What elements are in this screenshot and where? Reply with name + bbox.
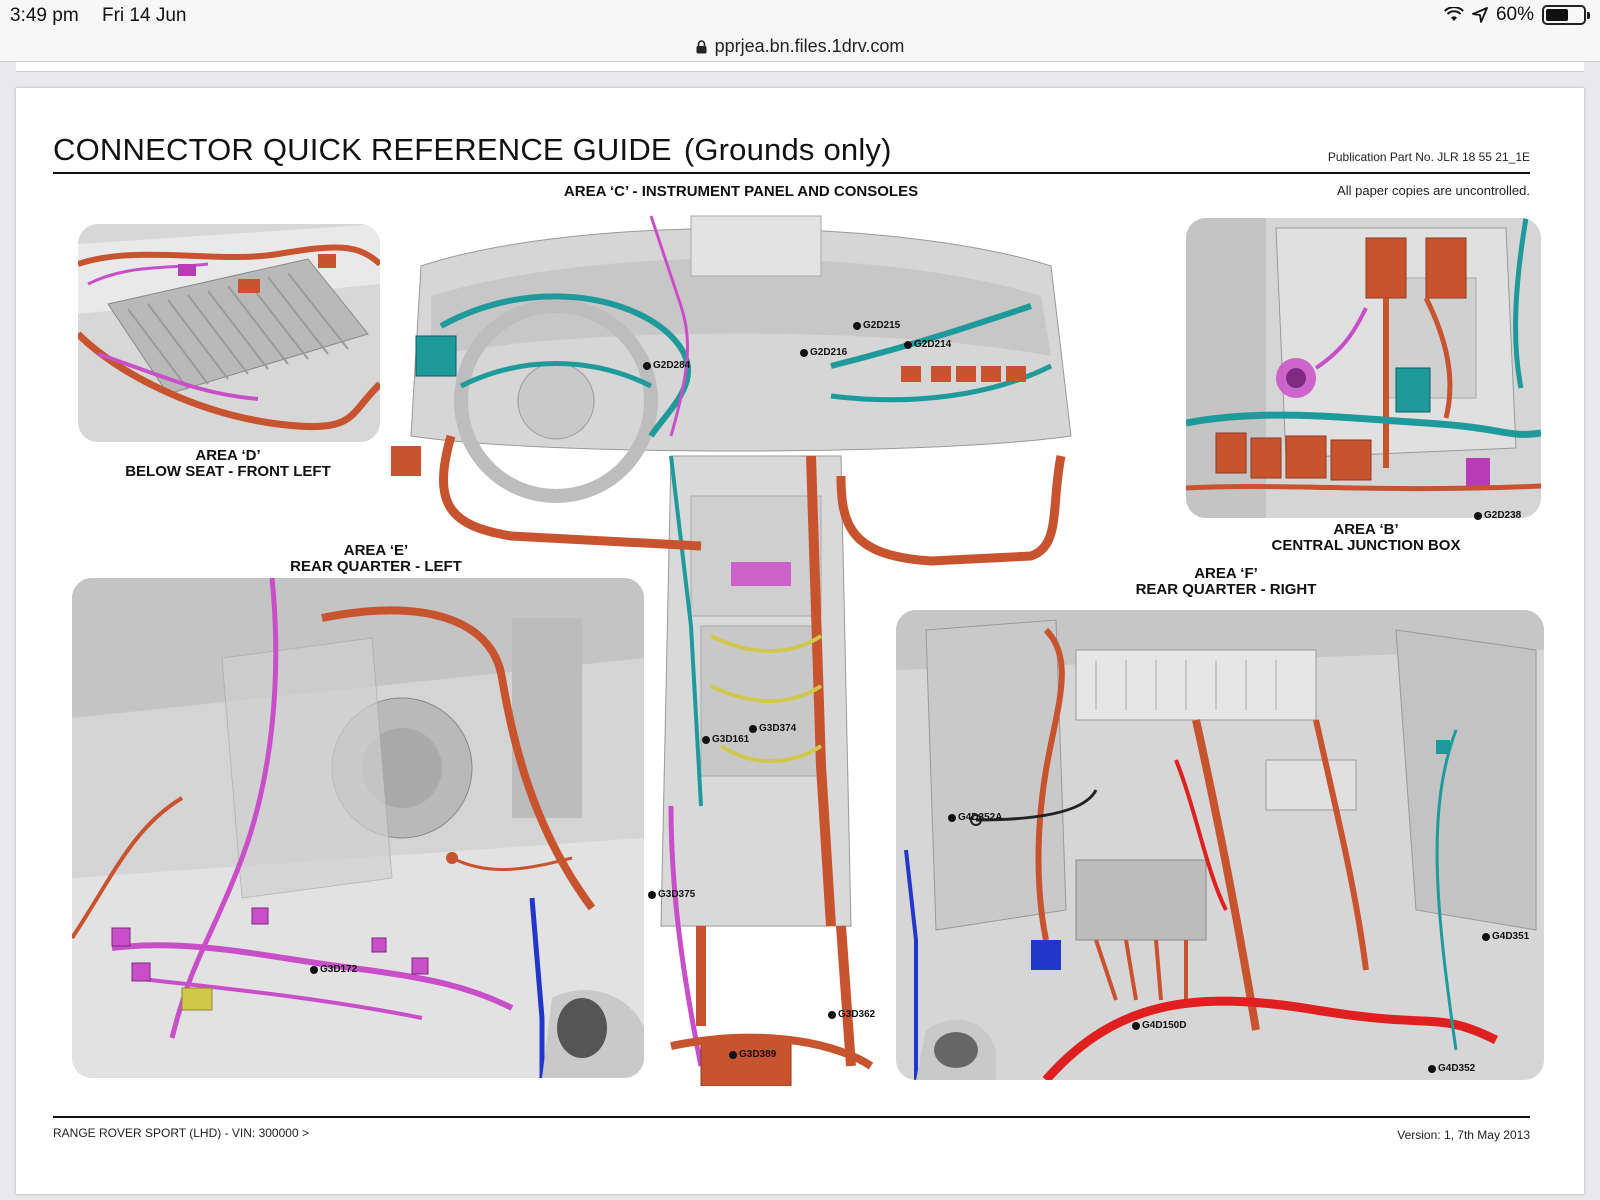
callout-dot [828, 1010, 836, 1019]
uncontrolled-note: All paper copies are uncontrolled. [1337, 183, 1530, 198]
callout-g3d172: G3D172 [310, 964, 357, 975]
callout-dot [310, 965, 318, 974]
area-f-line1: AREA ‘F’ [1194, 565, 1258, 582]
callout-label: G3D389 [739, 1049, 777, 1060]
callout-label: G4D352 [1438, 1063, 1476, 1074]
title-sub: (Grounds only) [683, 132, 892, 167]
callout-label: G2D215 [863, 320, 901, 331]
callout-g2d215: G2D215 [853, 320, 900, 331]
callout-dot [648, 890, 656, 899]
area-b-line2: CENTRAL JUNCTION BOX [1271, 537, 1461, 554]
document-title: CONNECTOR QUICK REFERENCE GUIDE (Grounds … [53, 132, 892, 168]
callout-g2d216: G2D216 [800, 347, 847, 358]
callout-g4d352a: G4D352A [948, 812, 1002, 823]
area-e-label: AREA ‘E’ REAR QUARTER - LEFT [226, 543, 526, 575]
area-f-label: AREA ‘F’ REAR QUARTER - RIGHT [1096, 566, 1356, 598]
callout-dot [904, 340, 912, 349]
callout-dot [1428, 1064, 1436, 1073]
area-f-line2: REAR QUARTER - RIGHT [1135, 581, 1317, 598]
callout-label: G3D161 [712, 734, 750, 745]
header-rule [53, 172, 1530, 174]
publication-number: Publication Part No. JLR 18 55 21_1E [1327, 150, 1530, 164]
status-indicators: 60% [1444, 4, 1590, 26]
area-b-line1: AREA ‘B’ [1333, 521, 1399, 538]
area-c-image [371, 206, 1096, 1086]
callout-g3d374: G3D374 [749, 723, 796, 734]
callout-dot [643, 361, 651, 370]
callout-dot [948, 813, 956, 822]
callout-label: G4D150D [1142, 1020, 1187, 1031]
callout-dot [1474, 511, 1482, 520]
battery-icon [1542, 5, 1590, 25]
footer-vehicle: RANGE ROVER SPORT (LHD) - VIN: 300000 > [53, 1126, 309, 1140]
callout-dot [749, 724, 757, 733]
callout-g4d150d: G4D150D [1132, 1020, 1186, 1031]
area-d-line1: AREA ‘D’ [195, 447, 261, 464]
area-d-image [78, 224, 380, 442]
callout-dot [702, 735, 710, 744]
address-bar[interactable]: pprjea.bn.files.1drv.com [0, 32, 1600, 62]
callout-label: G2D284 [653, 360, 691, 371]
callout-g3d389: G3D389 [729, 1049, 776, 1060]
area-d-label: AREA ‘D’ BELOW SEAT - FRONT LEFT [88, 448, 368, 480]
callout-dot [800, 348, 808, 357]
callout-g4d351: G4D351 [1482, 931, 1529, 942]
previous-page-edge [16, 62, 1584, 72]
area-e-image [72, 578, 644, 1078]
area-f-image [896, 610, 1544, 1080]
callout-label: G2D238 [1484, 510, 1522, 521]
callout-g3d375: G3D375 [648, 889, 695, 900]
footer-version: Version: 1, 7th May 2013 [1397, 1128, 1530, 1142]
callout-label: G3D374 [759, 723, 797, 734]
callout-g2d238: G2D238 [1474, 510, 1521, 521]
callout-dot [729, 1050, 737, 1059]
document-page[interactable]: CONNECTOR QUICK REFERENCE GUIDE (Grounds … [16, 88, 1584, 1194]
lock-icon [696, 39, 707, 53]
callout-g3d362: G3D362 [828, 1009, 875, 1020]
callout-label: G2D214 [914, 339, 952, 350]
area-e-line1: AREA ‘E’ [343, 542, 409, 559]
callout-g3d161: G3D161 [702, 734, 749, 745]
url-text: pprjea.bn.files.1drv.com [714, 36, 905, 56]
callout-label: G3D362 [838, 1009, 876, 1020]
location-arrow-icon [1472, 7, 1488, 23]
area-c-label: AREA ‘C’ - INSTRUMENT PANEL AND CONSOLES [516, 184, 966, 200]
wifi-icon [1444, 7, 1464, 21]
title-main: CONNECTOR QUICK REFERENCE GUIDE [53, 132, 672, 167]
callout-g4d352: G4D352 [1428, 1063, 1475, 1074]
battery-percentage: 60% [1495, 4, 1534, 25]
callout-dot [1132, 1021, 1140, 1030]
area-e-line2: REAR QUARTER - LEFT [290, 558, 462, 575]
callout-label: G4D352A [958, 812, 1003, 823]
status-time: 3:49 pm [10, 5, 79, 26]
callout-label: G2D216 [810, 347, 848, 358]
callout-label: G4D351 [1492, 931, 1530, 942]
callout-label: G3D375 [658, 889, 696, 900]
area-b-image [1186, 218, 1541, 518]
status-date: Fri 14 Jun [102, 5, 187, 26]
status-bar: 3:49 pm Fri 14 Jun 60% [0, 0, 1600, 32]
area-d-line2: BELOW SEAT - FRONT LEFT [125, 463, 331, 480]
callout-g2d214: G2D214 [904, 339, 951, 350]
callout-dot [853, 321, 861, 330]
callout-g2d284: G2D284 [643, 360, 690, 371]
area-c-line1: AREA ‘C’ - INSTRUMENT PANEL AND CONSOLES [563, 183, 919, 200]
area-b-label: AREA ‘B’ CENTRAL JUNCTION BOX [1216, 522, 1516, 554]
footer-rule [53, 1116, 1530, 1118]
callout-dot [1482, 932, 1490, 941]
callout-label: G3D172 [320, 964, 358, 975]
